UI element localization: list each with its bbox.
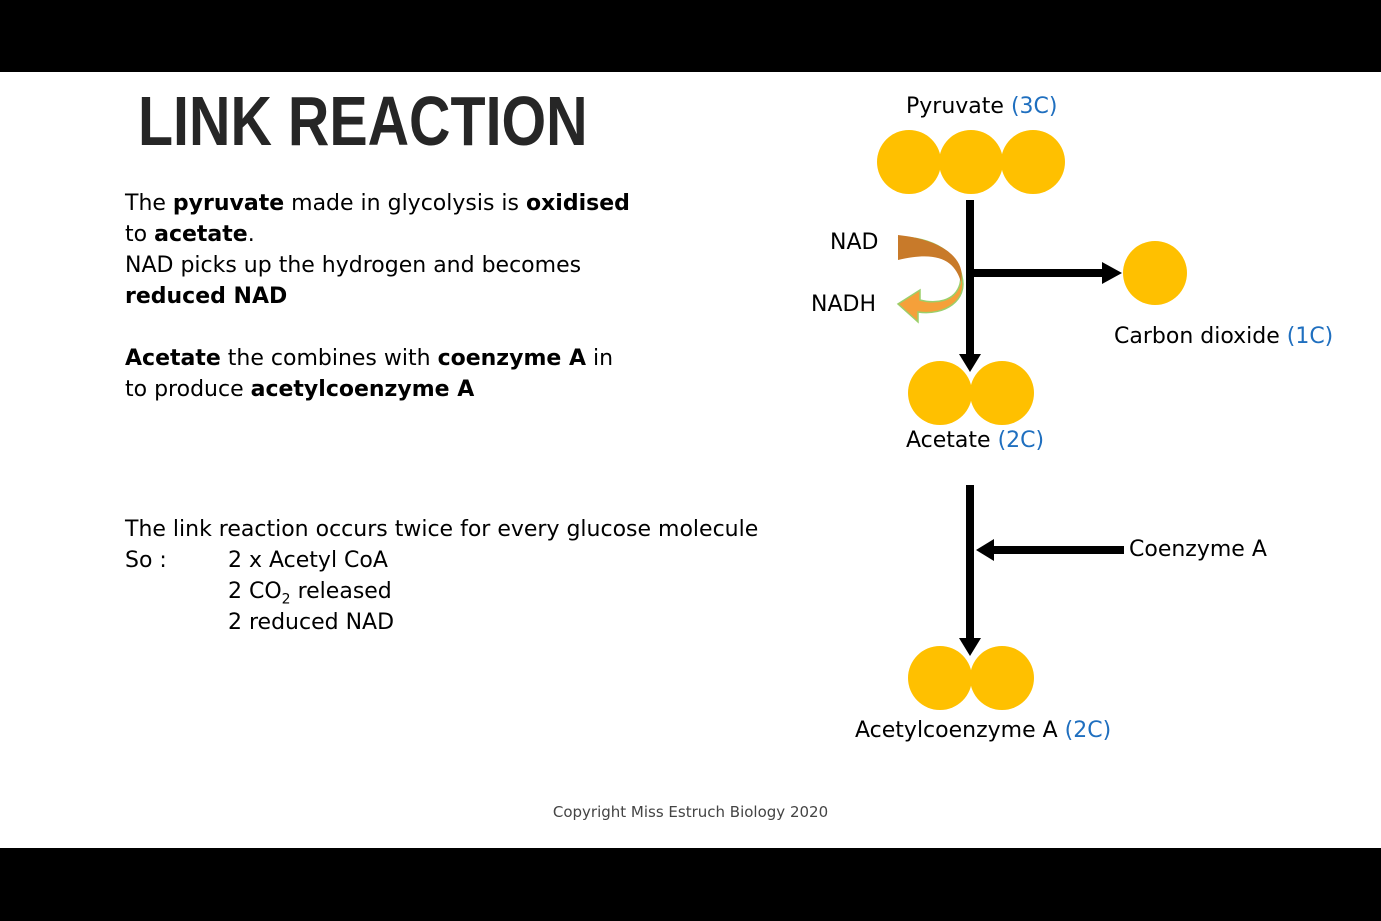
term-coenzyme-a: coenzyme A <box>437 346 586 371</box>
summary-so-label: So : <box>125 548 167 573</box>
carbon-atom <box>970 646 1034 710</box>
term-acetate: acetate <box>154 222 248 247</box>
copyright-notice: Copyright Miss Estruch Biology 2020 <box>552 803 829 821</box>
para2-line1: Acetate the combines with coenzyme A in <box>125 343 613 374</box>
nad-label: NAD <box>830 230 879 255</box>
summary-item-co2: 2 CO2 released <box>228 576 392 615</box>
arrowhead <box>1102 262 1122 284</box>
arrowhead <box>959 354 981 372</box>
text: to produce <box>125 377 251 402</box>
carbon-dioxide-carbon <box>1123 241 1187 305</box>
para1-line2: to acetate. <box>125 219 255 250</box>
nad-arrow-shade <box>898 235 962 282</box>
term-acetylcoenzyme-a: acetylcoenzyme A <box>250 377 475 402</box>
acetylcoa-molecule <box>908 646 1034 710</box>
text: 2 CO <box>228 579 282 604</box>
text: to <box>125 222 155 247</box>
arrowhead <box>976 539 994 561</box>
term-oxidised: oxidised <box>525 191 630 216</box>
summary-item-acetyl-coa: 2 x Acetyl CoA <box>228 548 388 573</box>
term-reduced-nad: reduced NAD <box>125 284 288 309</box>
acetate-molecule <box>908 361 1034 425</box>
text: in <box>585 346 614 371</box>
term-acetate: Acetate <box>125 346 221 371</box>
carbon-count: (3C) <box>1010 94 1058 119</box>
carbon-atom <box>970 361 1034 425</box>
carbon-atom <box>1001 130 1065 194</box>
text: Acetylcoenzyme A <box>855 718 1065 743</box>
para2-line2: to produce acetylcoenzyme A <box>125 374 474 405</box>
term-pyruvate: pyruvate <box>172 191 285 216</box>
para1-line3: NAD picks up the hydrogen and becomes <box>125 253 582 278</box>
text: Pyruvate <box>906 94 1011 119</box>
pyruvate-label: Pyruvate (3C) <box>906 94 1057 120</box>
link-reaction-diagram <box>877 130 1187 710</box>
para1-line1: The pyruvate made in glycolysis is oxidi… <box>125 188 630 219</box>
text: Acetate <box>906 428 998 453</box>
carbon-count: (2C) <box>997 428 1045 453</box>
pyruvate-molecule <box>877 130 1065 194</box>
acetate-label: Acetate (2C) <box>906 428 1044 454</box>
text: released <box>290 579 392 604</box>
carbon-atom <box>939 130 1003 194</box>
text: The <box>125 191 173 216</box>
slide-title: LINK REACTION <box>138 82 588 160</box>
carbon-atom <box>908 646 972 710</box>
text: made in glycolysis is <box>284 191 526 216</box>
para1-line4: reduced NAD <box>125 281 287 312</box>
carbon-dioxide-label: Carbon dioxide (1C) <box>1114 324 1333 350</box>
coenzyme-a-label: Coenzyme A <box>1129 537 1267 562</box>
carbon-atom <box>908 361 972 425</box>
carbon-count: (2C) <box>1064 718 1112 743</box>
slide: LINK REACTION The pyruvate made in glyco… <box>0 72 1381 848</box>
text: the combines with <box>220 346 438 371</box>
arrowhead <box>959 638 981 656</box>
summary-intro: The link reaction occurs twice for every… <box>125 517 759 542</box>
carbon-count: (1C) <box>1286 324 1334 349</box>
acetylcoa-label: Acetylcoenzyme A (2C) <box>855 718 1111 744</box>
text: . <box>247 222 255 247</box>
nadh-label: NADH <box>811 292 876 317</box>
subscript: 2 <box>281 591 291 608</box>
summary-item-reduced-nad: 2 reduced NAD <box>228 610 395 635</box>
carbon-atom <box>877 130 941 194</box>
nad-reduction-arrow-icon <box>896 235 964 324</box>
text: Carbon dioxide <box>1114 324 1287 349</box>
